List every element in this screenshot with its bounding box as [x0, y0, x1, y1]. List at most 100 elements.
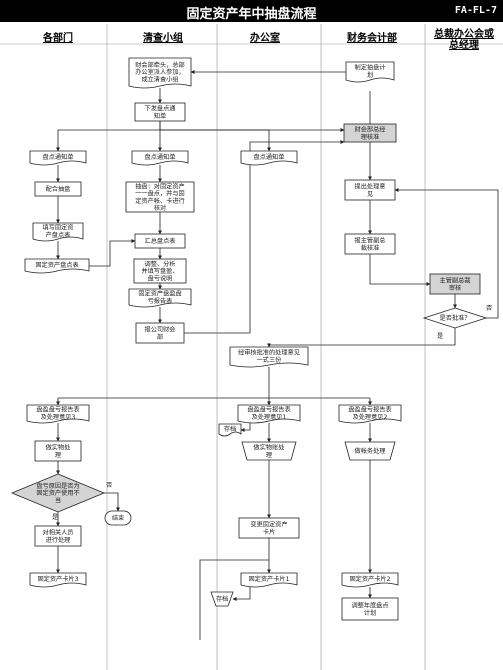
flow-node-label: 固定资产卡片2: [349, 575, 390, 583]
column-header-team: 清查小组: [143, 33, 183, 44]
flow-node-n34: 固定资产卡片2: [341, 572, 399, 588]
edge-n33-n35: [232, 587, 251, 601]
flow-node-label: 盘亏原因是否为固定资产使用不当: [36, 482, 79, 504]
flow-node-label: 盘盈盘亏报告表及处理意见2: [348, 406, 391, 421]
flow-node-label: 提出处理意见: [355, 183, 386, 198]
flow-node-n28: 盘亏原因是否为固定资产使用不当: [10, 473, 106, 513]
flow-node-n20: 经审核批准的处理意见一式三份: [229, 346, 309, 368]
flow-node-n30: 对相关人员进行处理: [34, 525, 82, 547]
flow-node-label: 配合抽盘: [46, 185, 71, 193]
flow-node-n5: 盘点通知单: [29, 150, 87, 166]
flow-node-n6: 盘点通知单: [131, 150, 189, 166]
flow-node-label: 做实物账处理: [254, 444, 285, 459]
flow-node-label: 结束: [112, 514, 124, 522]
flow-node-n15: 调整、分析并填写盘盈、盘亏说明: [133, 258, 187, 284]
flow-node-label: 填写固定资产盘点表: [43, 224, 74, 239]
flow-node-n22: 盘盈盘亏报告表及处理意见1: [237, 404, 301, 424]
flow-node-n7: 盘点通知单: [240, 150, 298, 166]
flow-node-n16: 主管副总裁审核: [429, 273, 481, 295]
flow-node-label: 抽盘：对固定资产一一盘点，并与固定资产帐、卡进行核对: [135, 182, 185, 212]
document-code: FA-FL-7: [454, 5, 497, 16]
flow-node-n25: 做实物处理: [34, 440, 82, 462]
flow-node-n9: 抽盘：对固定资产一一盘点，并与固定资产帐、卡进行核对: [125, 181, 195, 213]
edge-n3-n4: [159, 121, 345, 132]
flow-node-n2: 制定抽盘计划: [345, 61, 395, 83]
flow-node-n32: 固定资产卡片3: [29, 572, 87, 588]
flow-node-label: 盘盈盘亏报告表及处理意见1: [247, 406, 290, 421]
flow-node-n24: 存档: [218, 423, 242, 437]
flow-node-label: 盘点通知单: [254, 153, 285, 161]
column-header-finance: 财务会计部: [347, 33, 397, 44]
flow-shapes: 财会部牵头，总部办公室派人参加，成立清查小组 制定抽盘计划下发盘点通知单财会部总经…: [10, 57, 488, 621]
flow-node-n1: 财会部牵头，总部办公室派人参加，成立清查小组: [128, 57, 192, 89]
column-header-office: 办公室: [250, 33, 280, 44]
page-title: 固定资产年中抽盘流程: [186, 7, 317, 22]
flow-node-n26: 做实物账处理: [241, 441, 297, 461]
flow-node-n17: 固定资产盘盈盘亏报告表: [128, 288, 192, 308]
flow-connectors: [56, 70, 499, 640]
column-header-gm: 总裁办公会或 总经理: [434, 29, 494, 51]
edge-side: [199, 559, 269, 640]
flow-node-label: 调整年度盘点计划: [351, 602, 388, 617]
flow-node-label: 报公司财会部: [145, 326, 176, 341]
flow-node-label: 主管副总裁审核: [440, 277, 471, 292]
edge-label-yes_2: 是: [52, 514, 58, 521]
flow-node-label: 盘点通知单: [43, 153, 74, 161]
flow-node-label: 固定资产盘盈盘亏报告表: [138, 290, 181, 305]
flow-node-label: 做实物处理: [46, 444, 71, 459]
flow-node-label: 固定资产盘点表: [35, 261, 78, 269]
flow-node-n23: 盘盈盘亏报告表及处理意见2: [338, 404, 402, 424]
edge-n14-n12: [89, 239, 136, 267]
flow-node-label: 对相关人员进行处理: [43, 529, 74, 544]
flow-node-label: 盘点通知单: [145, 153, 176, 161]
edge-n13-n16: [369, 254, 431, 286]
edge-n22-n24: [240, 423, 251, 432]
edge-n3-n7: [160, 129, 271, 152]
flow-node-label: 盘盈盘亏报告表及处理意见3: [36, 406, 79, 421]
flow-node-n35: 存档: [210, 591, 234, 607]
flow-node-n10: 提出处理意见: [344, 179, 396, 201]
edge-label-yes_1: 是: [437, 333, 443, 340]
flow-node-label: 存档: [224, 425, 236, 433]
flow-node-n11: 填写固定资产盘点表: [32, 222, 84, 242]
flow-node-label: 制定抽盘计划: [355, 64, 386, 79]
edge-n3-n5: [56, 129, 160, 152]
column-header-dept: 各部门: [43, 33, 73, 44]
flow-node-n14: 固定资产盘点表: [24, 258, 90, 274]
flow-node-n3: 下发盘点通知单: [134, 102, 186, 122]
flow-node-label: 财会部牵头，总部办公室派人参加，成立清查小组: [135, 61, 185, 83]
flow-node-n29: 结束: [104, 510, 132, 526]
flow-node-label: 财会部总经理核准: [355, 126, 386, 141]
flow-node-label: 变更固定资产卡片: [250, 521, 287, 536]
flow-node-label: 报主管副总裁核准: [355, 237, 386, 252]
flow-node-label: 做帐务处理: [355, 447, 386, 455]
flow-node-label: 固定资产卡片3: [37, 575, 78, 583]
flow-node-n8: 配合抽盘: [34, 181, 82, 197]
flow-node-n19: 报公司财会部: [135, 322, 185, 344]
edge-label-no_1: 否: [486, 305, 492, 312]
swimlane-dividers: [0, 24, 503, 670]
edge-label-no_2: 否: [106, 482, 112, 489]
flow-node-n31: 变更固定资产卡片: [238, 517, 300, 539]
edge-n18-no: [394, 188, 499, 319]
edge-n28-n29: [104, 492, 120, 512]
title-bar: 固定资产年中抽盘流程 FA-FL-7: [0, 0, 503, 22]
flow-node-n13: 报主管副总裁核准: [344, 233, 396, 255]
flow-node-n4: 财会部总经理核准: [343, 123, 397, 143]
flow-node-label: 存档: [216, 595, 228, 603]
edge-n18-yes: [267, 328, 456, 348]
flow-node-label: 是否批准？: [440, 314, 471, 322]
flow-node-n27: 做帐务处理: [344, 441, 396, 461]
flow-node-n12: 汇总盘点表: [134, 233, 186, 249]
edge-n19-n4: [184, 140, 345, 334]
flow-node-label: 固定资产卡片1: [248, 575, 289, 583]
flow-node-label: 汇总盘点表: [145, 237, 176, 245]
flow-node-label: 调整、分析并填写盘盈、盘亏说明: [141, 260, 178, 282]
flow-node-n33: 固定资产卡片1: [240, 572, 298, 588]
flow-node-n18: 是否批准？: [422, 307, 488, 329]
flow-node-label: 下发盘点通知单: [145, 105, 176, 120]
flow-node-n21: 盘盈盘亏报告表及处理意见3: [26, 404, 90, 424]
flow-node-n36: 调整年度盘点计划: [341, 597, 399, 621]
